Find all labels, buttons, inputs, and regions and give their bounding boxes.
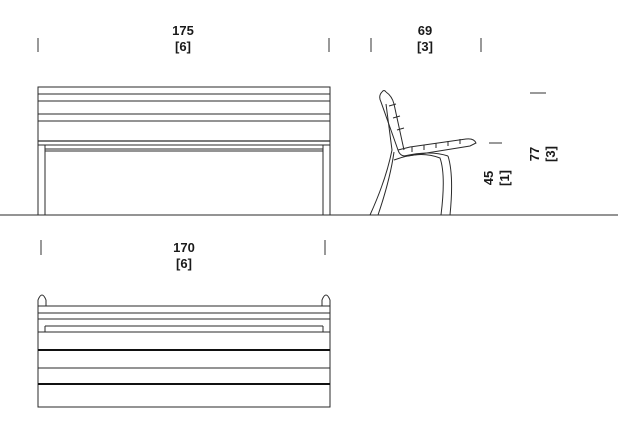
side-depth-value: 69 bbox=[418, 23, 432, 38]
side-view: 69 [3] 45 [1] 77 [3] bbox=[369, 23, 558, 216]
top-outline bbox=[37, 305, 331, 408]
seat-height-inch: [1] bbox=[497, 170, 512, 186]
top-cap-right bbox=[321, 294, 331, 306]
total-height-inch: [3] bbox=[543, 146, 558, 162]
front-width-inch: [6] bbox=[175, 39, 191, 54]
front-view: 175 [6] bbox=[37, 23, 331, 215]
total-height-value: 77 bbox=[527, 147, 542, 161]
side-frame bbox=[369, 103, 453, 216]
top-width-inch: [6] bbox=[176, 256, 192, 271]
top-cap-left bbox=[37, 294, 47, 306]
seat-height-value: 45 bbox=[481, 171, 496, 185]
side-seat bbox=[397, 138, 477, 157]
top-view: 170 [6] bbox=[37, 240, 331, 408]
side-depth-inch: [3] bbox=[417, 39, 433, 54]
front-width-value: 175 bbox=[172, 23, 194, 38]
top-width-value: 170 bbox=[173, 240, 195, 255]
side-backrest bbox=[379, 91, 405, 151]
